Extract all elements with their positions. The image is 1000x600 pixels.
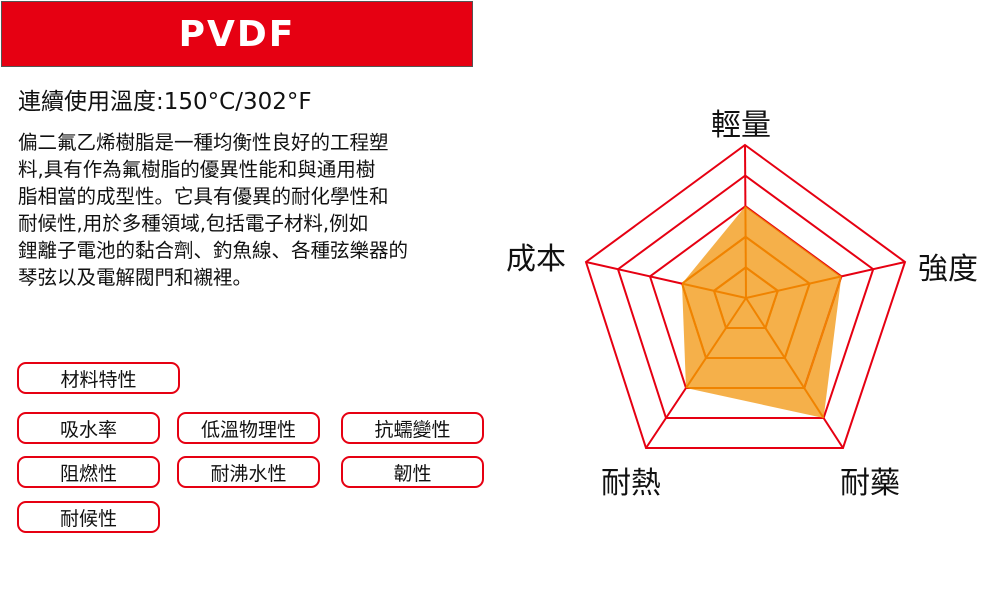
- description-line: 琴弦以及電解閥門和襯裡。: [18, 266, 253, 289]
- description-line: 耐候性,用於多種領域,包括電子材料,例如: [18, 212, 369, 235]
- axis-label-strength: 強度: [918, 252, 978, 287]
- tag-water-absorption[interactable]: 吸水率: [17, 412, 160, 444]
- radar-data-polygon: [682, 206, 842, 418]
- tag-weather-resistance[interactable]: 耐候性: [17, 501, 160, 533]
- axis-label-heat-resistance: 耐熱: [601, 466, 661, 501]
- tag-toughness[interactable]: 韌性: [341, 456, 484, 488]
- description-line: 鋰離子電池的黏合劑、釣魚線、各種弦樂器的: [18, 239, 409, 262]
- material-description: 偏二氟乙烯樹脂是一種均衡性良好的工程塑 料,具有作為氟樹脂的優異性能和與通用樹 …: [18, 129, 468, 291]
- radar-grid: [584, 143, 907, 449]
- tag-creep-resistance[interactable]: 抗蠕變性: [341, 412, 484, 444]
- material-properties-header-tag: 材料特性: [17, 362, 180, 394]
- page-title: PVDF: [178, 13, 296, 55]
- description-line: 偏二氟乙烯樹脂是一種均衡性良好的工程塑: [18, 131, 389, 154]
- tag-boiling-water-resistance[interactable]: 耐沸水性: [177, 456, 320, 488]
- description-line: 脂相當的成型性。它具有優異的耐化學性和: [18, 185, 389, 208]
- axis-label-chemical-resistance: 耐藥: [840, 466, 900, 501]
- title-banner: PVDF: [1, 1, 473, 67]
- description-line: 料,具有作為氟樹脂的優異性能和與通用樹: [18, 158, 376, 181]
- tag-low-temperature-physical[interactable]: 低溫物理性: [177, 412, 320, 444]
- axis-label-cost: 成本: [506, 242, 566, 277]
- continuous-use-temperature: 連續使用溫度:150°C/302°F: [18, 89, 312, 115]
- tag-flame-retardant[interactable]: 阻燃性: [17, 456, 160, 488]
- axis-label-lightweight: 輕量: [711, 108, 771, 143]
